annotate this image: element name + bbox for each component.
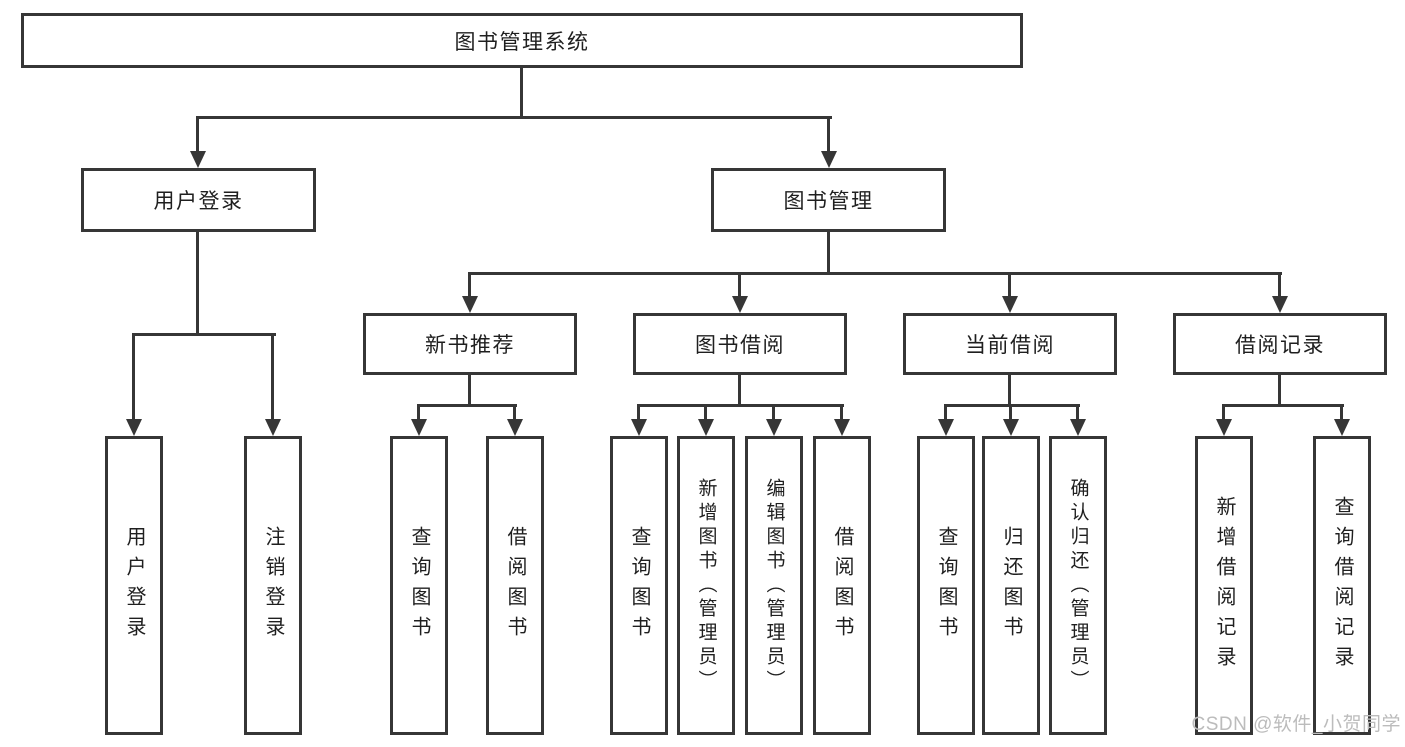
node-label: 当前借阅 (965, 334, 1055, 357)
arrow-down-icon (1272, 296, 1288, 313)
leaf-label: 查询借阅记录 (1331, 495, 1353, 676)
leaf-logout: 注销登录 (244, 436, 302, 735)
connector-drop-leaf (132, 333, 135, 423)
arrow-down-icon (766, 419, 782, 436)
connector-root-stub (520, 68, 523, 118)
leaf-label: 归还图书 (1000, 525, 1022, 646)
connector-user-login-stub (196, 232, 199, 336)
connector-drop-borrow-records (1278, 272, 1281, 300)
node-book-management: 图书管理 (711, 168, 946, 232)
connector-borrow-records-stub (1278, 375, 1281, 406)
connector-drop-current-borrow (1008, 272, 1011, 300)
connector-drop-leaf (840, 404, 843, 422)
node-label: 新书推荐 (425, 334, 515, 357)
arrow-down-icon (1003, 419, 1019, 436)
arrow-down-icon (1070, 419, 1086, 436)
arrow-down-icon (938, 419, 954, 436)
connector-book-mgmt-stub (827, 232, 830, 275)
connector-drop-leaf (271, 333, 274, 423)
arrow-down-icon (507, 419, 523, 436)
connector-current-borrow-rail (944, 404, 1080, 407)
csdn-watermark: CSDN @软件_小贺同学 (1191, 714, 1401, 735)
connector-drop-leaf (1340, 404, 1343, 422)
connector-drop-leaf (1222, 404, 1225, 422)
arrow-down-icon (631, 419, 647, 436)
leaf-add-borrow-record: 新增借阅记录 (1195, 436, 1253, 735)
connector-drop-book-mgmt (827, 116, 830, 154)
leaf-borrow-books-recommend: 借阅图书 (486, 436, 544, 735)
node-label: 图书借阅 (695, 334, 785, 357)
leaf-label: 确认归还（管理员） (1067, 477, 1089, 694)
arrow-down-icon (821, 151, 837, 168)
node-label: 借阅记录 (1235, 334, 1325, 357)
arrow-down-icon (834, 419, 850, 436)
connector-l1-rail (196, 116, 832, 119)
connector-book-borrow-stub (738, 375, 741, 406)
arrow-down-icon (1216, 419, 1232, 436)
connector-drop-leaf (637, 404, 640, 422)
leaf-query-books-borrow: 查询图书 (610, 436, 668, 735)
leaf-borrow-books: 借阅图书 (813, 436, 871, 735)
node-current-borrowing: 当前借阅 (903, 313, 1117, 375)
leaf-label: 借阅图书 (504, 525, 526, 646)
arrow-down-icon (190, 151, 206, 168)
connector-drop-leaf (513, 404, 516, 422)
connector-current-borrow-stub (1008, 375, 1011, 406)
connector-drop-leaf (772, 404, 775, 422)
leaf-query-books-recommend: 查询图书 (390, 436, 448, 735)
connector-new-books-rail (417, 404, 517, 407)
connector-drop-new-books (468, 272, 471, 300)
leaf-label: 查询图书 (408, 525, 430, 646)
leaf-label: 编辑图书（管理员） (763, 477, 785, 694)
leaf-label: 新增图书（管理员） (695, 477, 717, 694)
node-book-borrowing: 图书借阅 (633, 313, 847, 375)
connector-drop-user-login (196, 116, 199, 154)
arrow-down-icon (1002, 296, 1018, 313)
arrow-down-icon (126, 419, 142, 436)
leaf-label: 用户登录 (123, 525, 145, 646)
node-new-book-recommend: 新书推荐 (363, 313, 577, 375)
leaf-query-books-current: 查询图书 (917, 436, 975, 735)
leaf-label: 借阅图书 (831, 525, 853, 646)
arrow-down-icon (265, 419, 281, 436)
node-label: 用户登录 (153, 190, 244, 213)
leaf-label: 注销登录 (262, 525, 284, 646)
connector-drop-leaf (944, 404, 947, 422)
node-user-login: 用户登录 (81, 168, 316, 232)
connector-l2-rail (468, 272, 1282, 275)
arrow-down-icon (732, 296, 748, 313)
arrow-down-icon (698, 419, 714, 436)
connector-user-login-rail (132, 333, 276, 336)
arrow-down-icon (462, 296, 478, 313)
node-label: 图书管理系统 (454, 30, 590, 54)
leaf-edit-book-admin: 编辑图书（管理员） (745, 436, 803, 735)
leaf-label: 查询图书 (935, 525, 957, 646)
leaf-return-books: 归还图书 (982, 436, 1040, 735)
node-borrowing-records: 借阅记录 (1173, 313, 1387, 375)
arrow-down-icon (1334, 419, 1350, 436)
leaf-query-borrow-record: 查询借阅记录 (1313, 436, 1371, 735)
connector-book-borrow-rail (637, 404, 844, 407)
connector-drop-book-borrow (738, 272, 741, 300)
connector-drop-leaf (417, 404, 420, 422)
connector-drop-leaf (1009, 404, 1012, 422)
arrow-down-icon (411, 419, 427, 436)
connector-borrow-records-rail (1222, 404, 1344, 407)
node-library-system: 图书管理系统 (21, 13, 1023, 68)
leaf-label: 新增借阅记录 (1213, 495, 1235, 676)
connector-drop-leaf (1076, 404, 1079, 422)
leaf-add-book-admin: 新增图书（管理员） (677, 436, 735, 735)
leaf-user-login: 用户登录 (105, 436, 163, 735)
connector-drop-leaf (704, 404, 707, 422)
leaf-confirm-return-admin: 确认归还（管理员） (1049, 436, 1107, 735)
node-label: 图书管理 (783, 190, 874, 213)
leaf-label: 查询图书 (628, 525, 650, 646)
connector-new-books-stub (468, 375, 471, 406)
